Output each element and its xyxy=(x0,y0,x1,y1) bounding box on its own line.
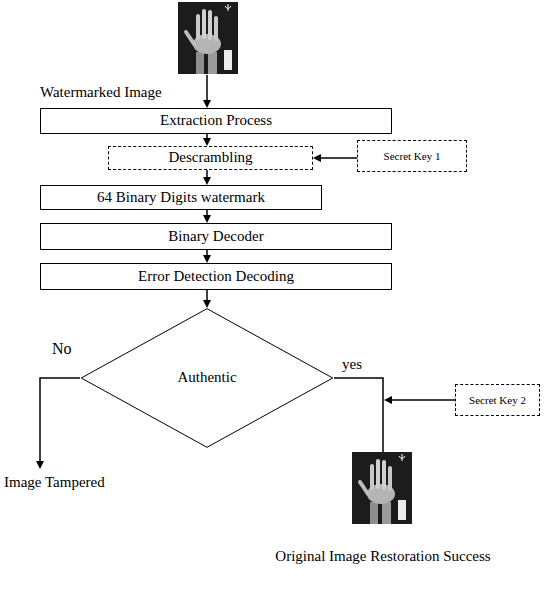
process-box: Binary Decoder xyxy=(40,223,392,250)
xray-image xyxy=(178,2,238,74)
image-caption: Original Image Restoration Success xyxy=(243,548,523,565)
no-branch-arrow xyxy=(36,378,80,469)
flow-arrow xyxy=(203,170,211,185)
key-arrow xyxy=(384,396,455,404)
node-text: Secret Key 1 xyxy=(384,150,441,163)
node-text: Descrambling xyxy=(168,149,252,166)
node-text: Authentic xyxy=(177,369,236,386)
node-text: 64 Binary Digits watermark xyxy=(97,189,265,206)
node-text: Error Detection Decoding xyxy=(138,268,294,285)
key-box: Secret Key 1 xyxy=(357,140,467,172)
yes-branch-line xyxy=(334,378,383,452)
flow-arrow xyxy=(203,250,211,263)
process-box: Error Detection Decoding xyxy=(40,263,392,290)
branch-label: No xyxy=(52,340,72,358)
node-text: Binary Decoder xyxy=(168,228,263,245)
image-arrow xyxy=(203,75,211,108)
flow-arrow xyxy=(203,290,211,308)
xray-image xyxy=(352,452,412,524)
image-caption: Watermarked Image xyxy=(40,84,162,101)
branch-label: yes xyxy=(342,356,362,373)
process-box: Extraction Process xyxy=(40,108,392,134)
node-text: Secret Key 2 xyxy=(469,394,526,407)
flow-arrow xyxy=(203,134,211,146)
key-box: Secret Key 2 xyxy=(455,384,540,416)
process-box: Descrambling xyxy=(108,146,313,170)
process-box: 64 Binary Digits watermark xyxy=(40,185,322,210)
outcome-label: Image Tampered xyxy=(4,474,105,491)
node-text: Extraction Process xyxy=(160,112,272,129)
flow-arrow xyxy=(203,210,211,223)
decision-diamond: Authentic xyxy=(80,308,334,448)
flow-arrow xyxy=(313,154,357,162)
